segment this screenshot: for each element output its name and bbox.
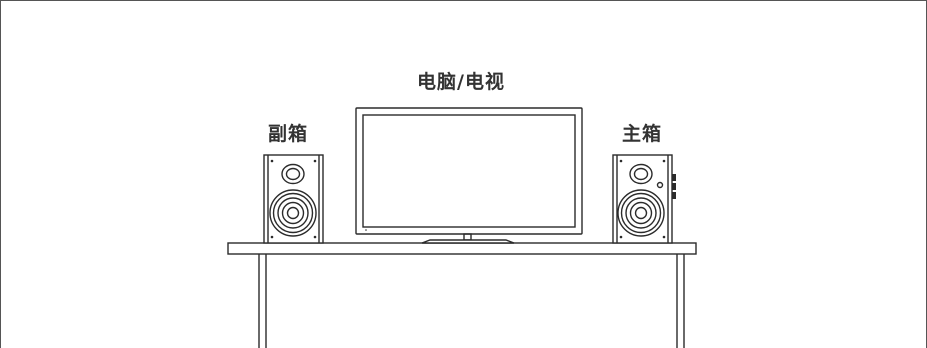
tv-screen xyxy=(362,114,576,228)
woofer xyxy=(617,189,665,237)
tv-icon xyxy=(355,107,583,244)
table xyxy=(227,242,697,348)
tv-stand-base xyxy=(421,239,515,244)
woofer xyxy=(269,189,317,237)
secondary-speaker-icon xyxy=(263,154,324,244)
tv-label: 电脑/电视 xyxy=(417,71,505,93)
knob-icon xyxy=(672,192,676,199)
tv-stand-neck xyxy=(463,233,472,241)
tv-bezel xyxy=(355,107,583,235)
knob-icon xyxy=(672,174,676,181)
main-speaker-icon xyxy=(612,154,676,244)
knob-icon xyxy=(672,183,676,190)
main-speaker-label: 主箱 xyxy=(622,123,663,145)
indicator-light-icon xyxy=(656,181,664,189)
secondary-speaker-label: 副箱 xyxy=(268,123,309,145)
tweeter xyxy=(281,163,305,185)
table-top xyxy=(227,242,697,255)
tweeter xyxy=(629,163,653,185)
